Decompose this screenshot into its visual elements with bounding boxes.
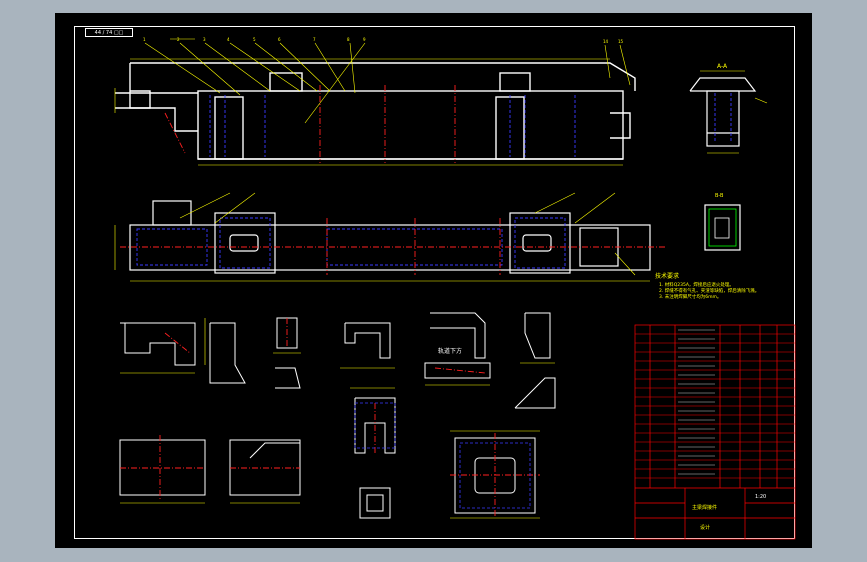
front-view-centerlines <box>164 85 456 163</box>
front-view-dims <box>114 38 631 166</box>
front-view-hidden <box>209 95 576 157</box>
plan-view <box>129 200 651 274</box>
svg-text:7: 7 <box>313 37 316 42</box>
svg-text:14: 14 <box>603 39 609 44</box>
svg-text:3: 3 <box>203 37 206 42</box>
note-line: 1. 材料Q235A，焊接后应退火处理。 <box>659 283 734 288</box>
svg-text:8: 8 <box>347 37 350 42</box>
section-b-view <box>704 204 741 251</box>
svg-text:5: 5 <box>253 37 256 42</box>
svg-text:6: 6 <box>278 37 281 42</box>
section-label-b: B-B <box>715 193 724 199</box>
cad-drawing: 1 2 3 4 5 6 7 8 9 14 15 A-A <box>114 37 796 540</box>
parts-list-rows <box>635 333 795 479</box>
local-label: 轨道下方 <box>438 347 462 355</box>
drawing-frame <box>74 26 795 539</box>
note-line: 2. 焊缝不得有气孔、夹渣等缺陷，焊后清除飞溅。 <box>659 289 760 294</box>
technical-requirements-title: 技术要求 <box>655 273 680 280</box>
section-label-a: A-A <box>717 63 728 70</box>
svg-text:4: 4 <box>227 37 230 42</box>
drawing-number-box: 44 / 74 □□ <box>85 28 133 37</box>
technical-requirements: 1. 材料Q235A，焊接后应退火处理。 2. 焊缝不得有气孔、夹渣等缺陷，焊后… <box>659 283 759 301</box>
title-block-name: 主梁焊接件 <box>692 504 717 511</box>
drawing-canvas: 44 / 74 □□ <box>55 13 812 548</box>
detail-views <box>119 312 556 519</box>
front-view <box>115 62 636 160</box>
svg-text:9: 9 <box>363 37 366 42</box>
svg-text:2: 2 <box>177 37 180 42</box>
note-line: 3. 未注明焊脚尺寸均为6mm。 <box>659 295 722 300</box>
side-view <box>689 77 757 147</box>
title-block-scale: 1:20 <box>755 494 766 500</box>
title-block-code: 设计 <box>700 524 710 531</box>
svg-text:1: 1 <box>143 37 146 42</box>
svg-text:15: 15 <box>618 39 624 44</box>
